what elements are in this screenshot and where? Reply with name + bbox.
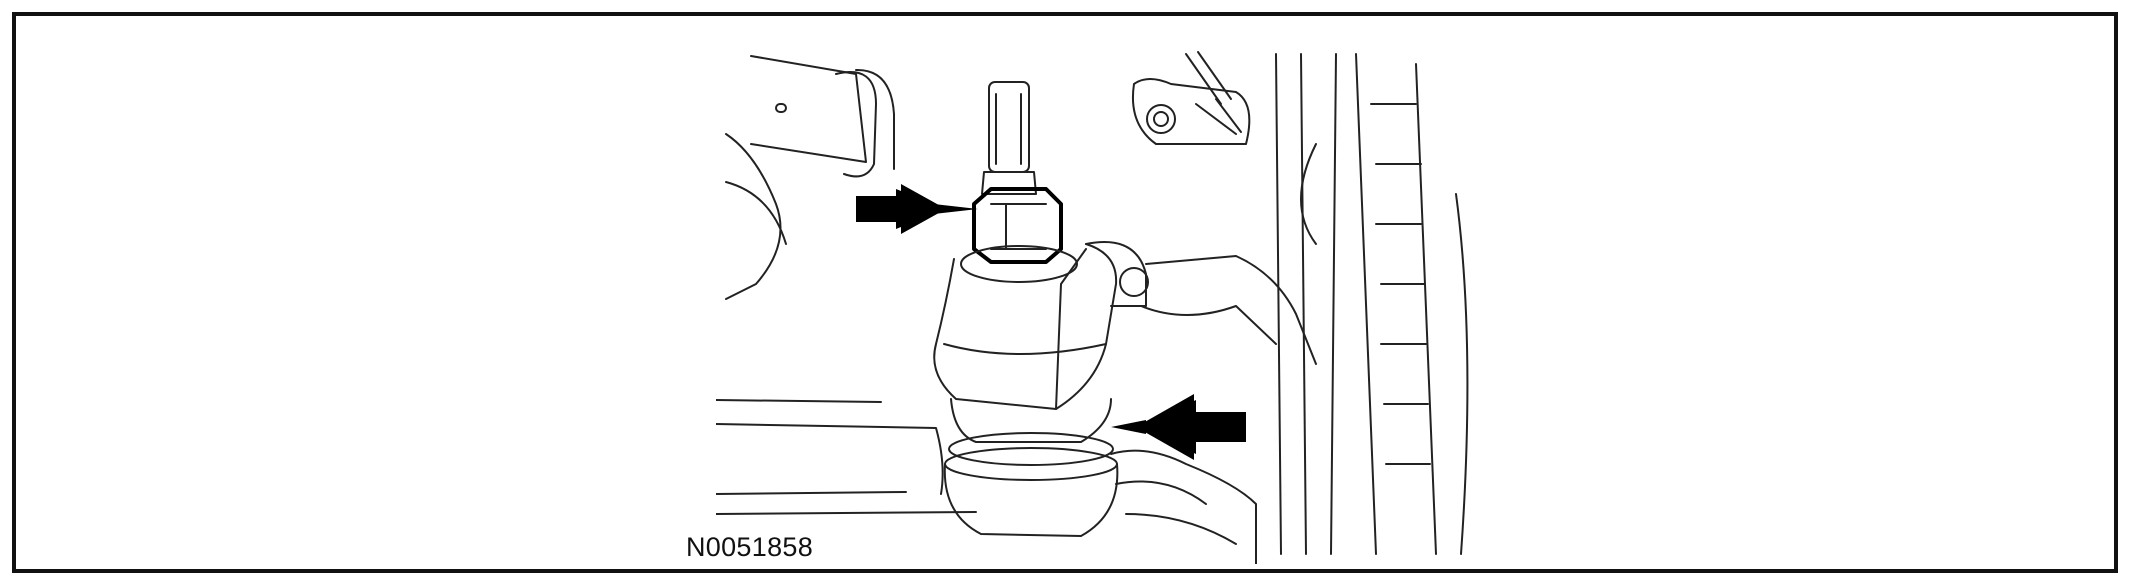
suspension-illustration <box>716 51 1469 564</box>
upper-bolt <box>1132 51 1251 145</box>
ball-joint-boot <box>943 398 1119 537</box>
upper-arm <box>750 55 895 178</box>
steering-knuckle <box>933 241 1317 410</box>
arrow-left-icon <box>1111 394 1246 460</box>
lower-control-arm <box>716 133 977 515</box>
figure-frame: N0051858 <box>12 12 2118 573</box>
castle-nut <box>960 187 1078 283</box>
threaded-stud <box>981 81 1037 195</box>
arrow-right-icon <box>856 184 978 234</box>
lower-bracket <box>1110 449 1257 564</box>
brake-rotor <box>1275 53 1469 555</box>
figure-id: N0051858 <box>686 532 814 562</box>
